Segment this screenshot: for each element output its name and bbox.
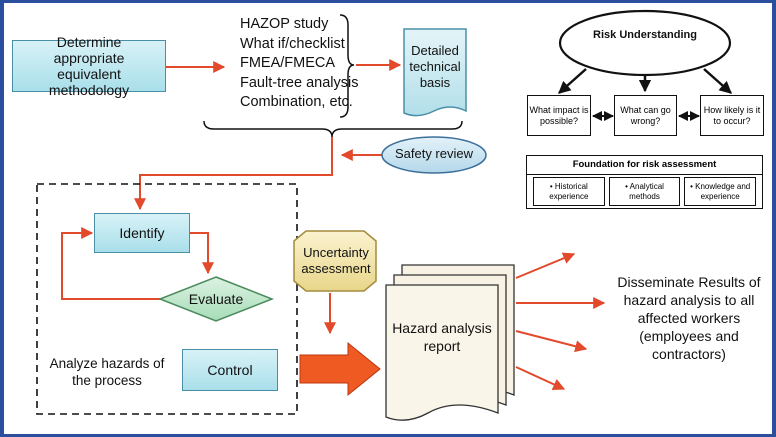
foundation-title: Foundation for risk assessment (527, 156, 762, 175)
study-fta: Fault-tree analysis (240, 74, 359, 91)
study-whatif: What if/checklist (240, 35, 345, 52)
identify-box: Identify (94, 213, 190, 253)
big-arrow-to-report (299, 341, 381, 397)
dissemination-arrow-4 (515, 366, 566, 390)
uncertainty-label: Uncertainty assessment (301, 245, 371, 276)
process-frame (36, 183, 298, 415)
technical-basis-label: Detailed technical basis (409, 43, 461, 90)
control-box: Control (182, 349, 278, 391)
arrow-evaluate-to-identify (61, 227, 162, 300)
evaluate-label: Evaluate (188, 291, 244, 307)
foundation-item-historical: • Historical experience (533, 177, 605, 206)
uncertainty-hexagon (293, 230, 377, 292)
risk-understanding-ellipse (558, 9, 732, 77)
study-hazop: HAZOP study (240, 16, 329, 32)
dissemination-arrow-1 (515, 252, 576, 279)
report-label: Hazard analysis report (392, 320, 492, 354)
methodology-box: Determine appropriate equivalent methodo… (12, 34, 166, 98)
analyze-label: Analyze hazards of the process (49, 356, 165, 388)
studies-list: HAZOP study What if/checklist FMEA/FMECA… (240, 15, 358, 113)
safety-review-ellipse (381, 136, 487, 174)
study-fmea: FMEA/FMECA (240, 55, 336, 71)
evaluate-diamond (157, 276, 275, 322)
risk-understanding-label: Risk Understanding (593, 29, 697, 41)
methodology-text: Determine appropriate equivalent methodo… (48, 34, 130, 98)
safety-review-label: Safety review (394, 146, 474, 161)
control-text: Control (207, 362, 253, 378)
risk-question-wrong: What can go wrong? (614, 95, 677, 136)
studies-brace-right (339, 14, 355, 118)
identify-text: Identify (119, 225, 165, 241)
diagram-canvas: Determine appropriate equivalent methodo… (4, 3, 772, 434)
foundation-item-knowledge: • Knowledge and experience (684, 177, 757, 206)
studies-brace-bottom (203, 120, 463, 138)
connector-layer (36, 9, 732, 421)
technical-basis-doc (403, 28, 467, 117)
dissemination-arrow-3 (515, 330, 588, 353)
foundation-item-analytical: • Analytical methods (608, 177, 681, 206)
risk-arrow-left (558, 68, 587, 94)
foundation-table: Foundation for risk assessment • Histori… (526, 155, 763, 209)
risk-question-likely: How likely is it to occur? (700, 95, 764, 136)
risk-question-impact: What impact is possible? (527, 95, 591, 136)
report-sheet-front (385, 284, 499, 421)
study-combination: Combination, etc. (240, 94, 353, 110)
risk-arrow-right (703, 68, 732, 94)
arrow-to-identify (134, 137, 333, 211)
arrow-identify-to-evaluate (190, 232, 214, 275)
disseminate-label: Disseminate Results of hazard analysis t… (617, 274, 761, 362)
